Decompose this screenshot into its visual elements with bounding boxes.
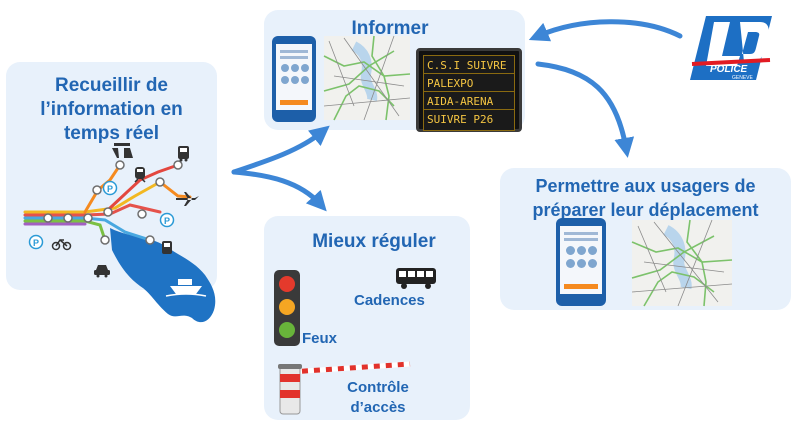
arrow-to-inform	[231, 125, 330, 175]
regulate-title: Mieux réguler	[312, 231, 436, 252]
access-line-1: Contrôle	[347, 379, 409, 396]
bike-icon	[51, 238, 72, 251]
car-icon	[94, 265, 110, 278]
plan-title: Permettre aux usagers de préparer leur d…	[500, 174, 791, 222]
arrow-to-plan	[535, 61, 635, 158]
plan-title-line-2: préparer leur déplacement	[532, 200, 759, 220]
board-line-3: AIDA-ARENA	[423, 91, 515, 113]
traffic-light-icon	[274, 270, 300, 346]
collect-title-line-3: temps réel	[63, 123, 160, 144]
traffic-map-image	[323, 35, 411, 121]
access-line-2: d’accès	[350, 399, 406, 416]
svg-text:P: P	[107, 184, 113, 194]
svg-text:P: P	[33, 238, 39, 248]
access-control-label: Contrôle d’accès	[328, 378, 428, 418]
feux-label: Feux	[302, 330, 338, 347]
phone-image	[556, 218, 606, 306]
svg-text:P: P	[164, 216, 170, 226]
boat-icon	[165, 279, 207, 297]
collect-title: Recueillir de l’information en temps rée…	[6, 74, 217, 146]
bus-icon	[178, 146, 189, 162]
police-logo-sub: GENEVE	[732, 75, 753, 81]
police-logo: POLICE GENEVE	[684, 14, 776, 86]
bus-icon	[162, 241, 172, 254]
train-icon	[134, 167, 146, 183]
inform-title: Informer	[351, 18, 429, 39]
bus-icon	[396, 268, 436, 289]
phone-image	[272, 36, 316, 122]
parking-icon: P P P	[28, 180, 175, 250]
plan-title-line-1: Permettre aux usagers de	[535, 176, 756, 196]
plane-icon	[176, 192, 199, 206]
board-line-1: C.S.I SUIVRE	[423, 55, 515, 77]
arrow-to-regulate	[231, 169, 327, 212]
traffic-map-image	[631, 219, 733, 307]
collect-title-line-2: l’information en	[40, 99, 183, 120]
phone-screen	[276, 44, 312, 110]
phone-screen	[560, 226, 602, 294]
info-board: C.S.I SUIVRE PALEXPO AIDA-ARENA SUIVRE P…	[416, 48, 522, 132]
arrow-police-to-inform	[528, 19, 683, 42]
collect-title-line-1: Recueillir de	[55, 75, 168, 96]
police-logo-word: POLICE	[710, 64, 748, 75]
highway-icon	[112, 143, 133, 158]
cadences-label: Cadences	[354, 292, 425, 309]
lake-shape	[110, 228, 216, 323]
barrier-icon	[278, 361, 411, 415]
board-line-4: SUIVRE P26	[423, 109, 515, 131]
station-dots	[43, 160, 183, 245]
